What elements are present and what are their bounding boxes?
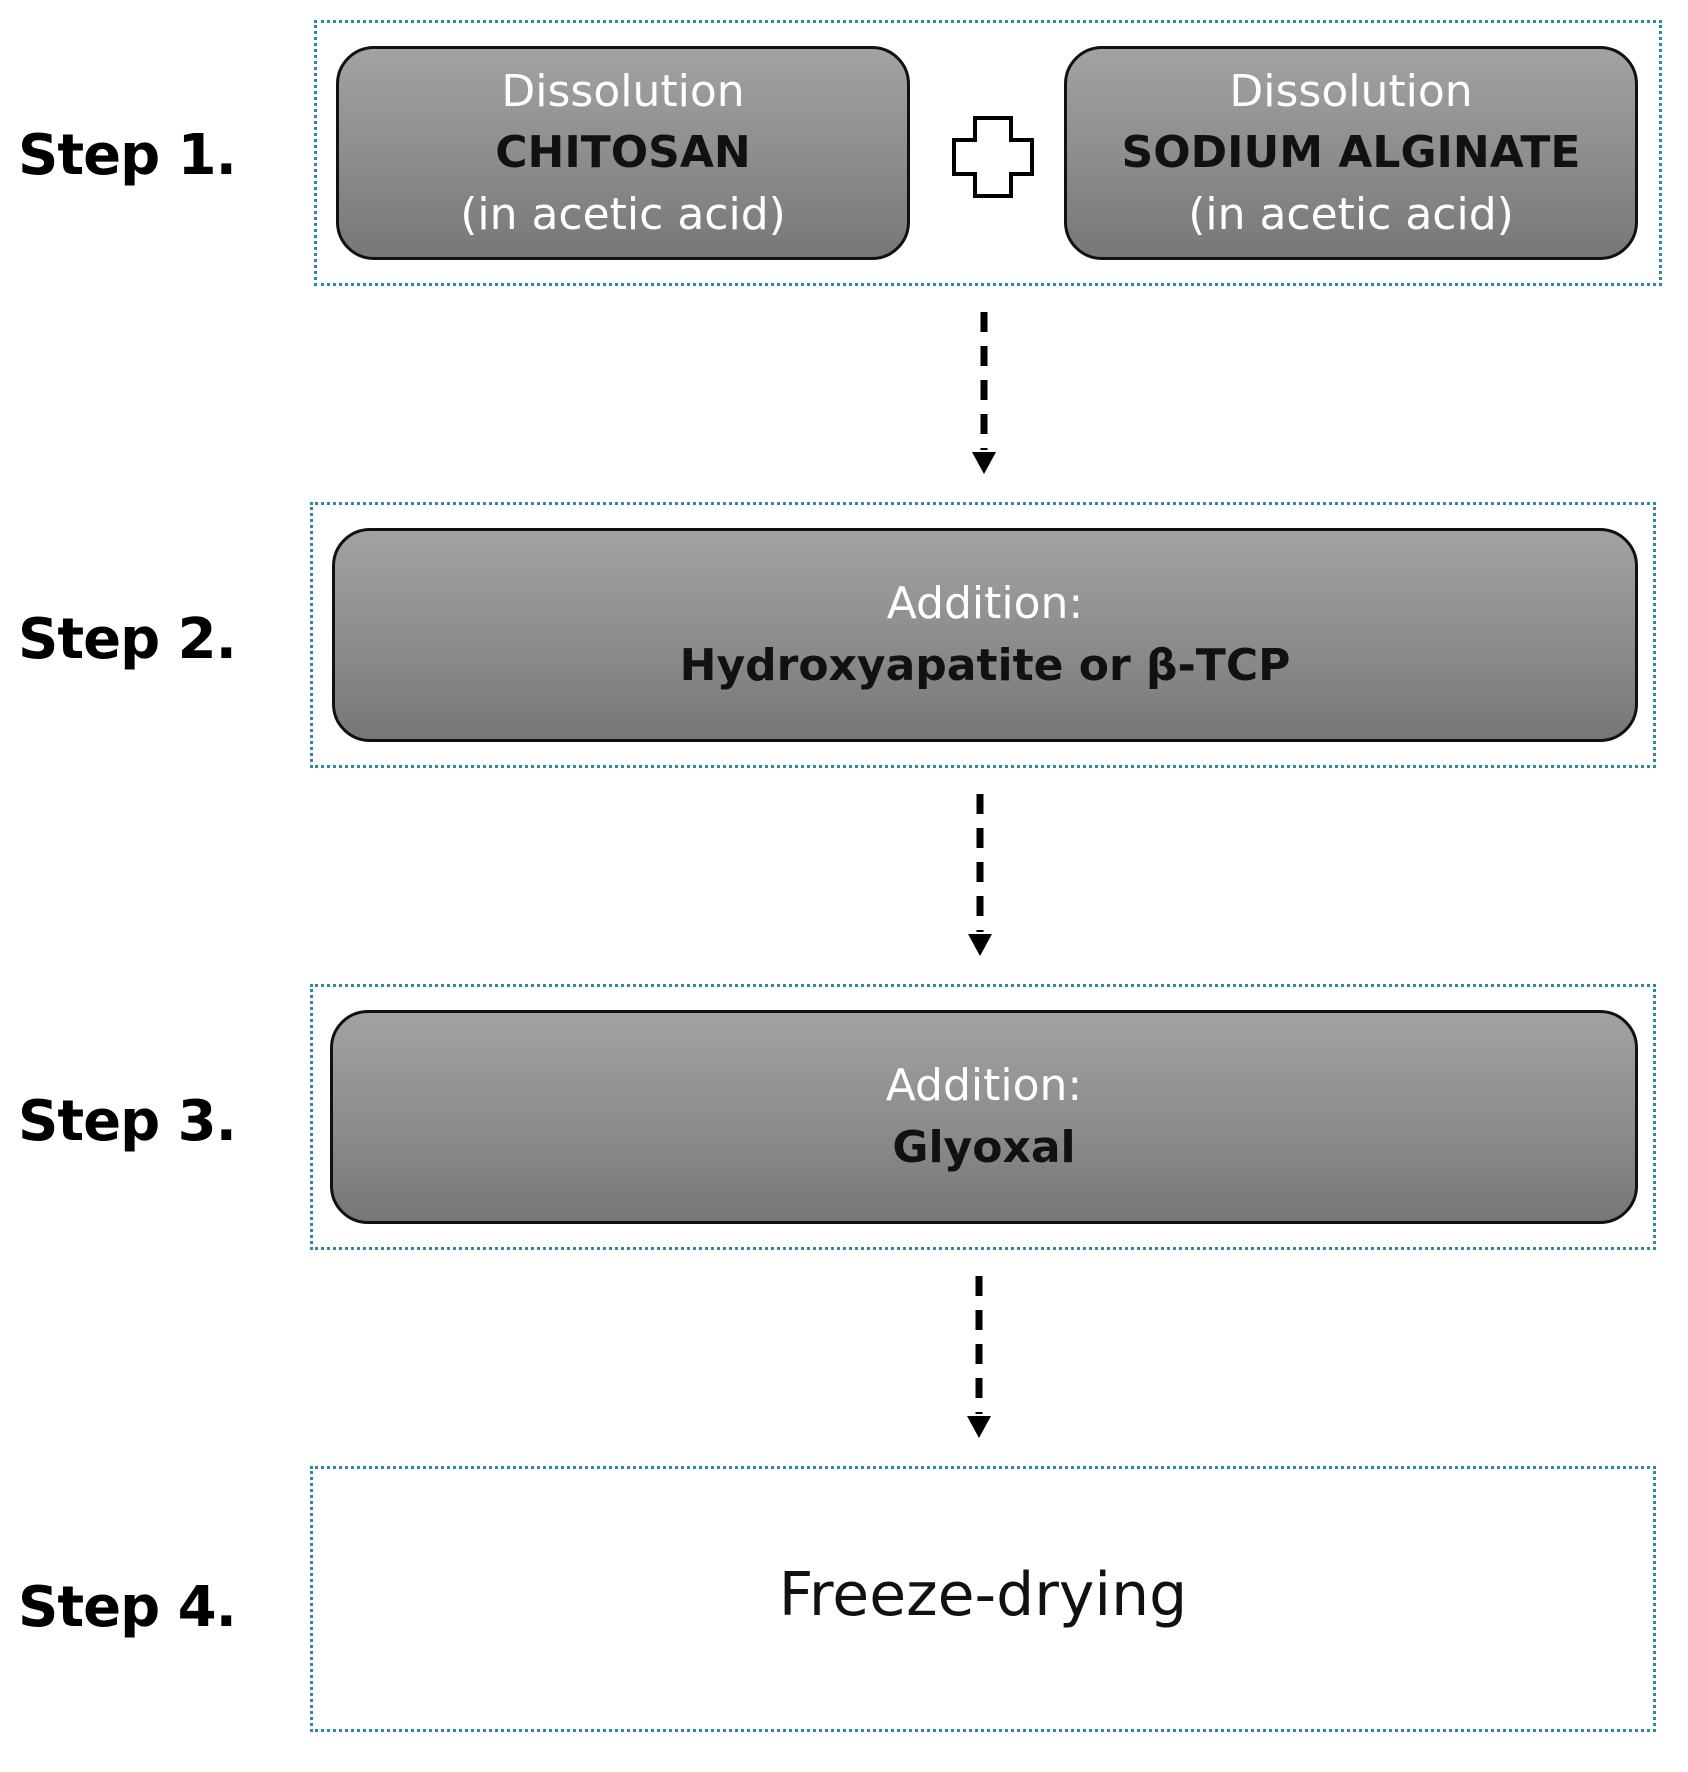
chitosan-box-line-3: (in acetic acid) (460, 188, 786, 240)
step-3-label: Step 3. (18, 1089, 237, 1154)
arrow-step2-to-step3 (968, 794, 992, 956)
glyoxal-box: Addition: Glyoxal (330, 1010, 1638, 1224)
chitosan-box-line-2: CHITOSAN (495, 127, 751, 179)
arrow-step1-to-step2 (972, 312, 996, 474)
hydroxyapatite-box-line-2: Hydroxyapatite or β-TCP (679, 640, 1291, 691)
glyoxal-box-line-1: Addition: (885, 1060, 1083, 1112)
step-1-frame (314, 20, 1662, 286)
sodium-alginate-box-line-1: Dissolution (1229, 65, 1473, 117)
sodium-alginate-box-line-3: (in acetic acid) (1188, 188, 1514, 240)
hydroxyapatite-box-line-1: Addition: (886, 578, 1084, 630)
step-3-frame (310, 984, 1656, 1250)
sodium-alginate-box: Dissolution SODIUM ALGINATE (in acetic a… (1064, 46, 1638, 260)
chitosan-box: Dissolution CHITOSAN (in acetic acid) (336, 46, 910, 260)
glyoxal-box-line-2: Glyoxal (892, 1122, 1076, 1173)
step-4-frame (310, 1466, 1656, 1732)
arrow-step3-to-step4 (967, 1276, 991, 1438)
step-4-label: Step 4. (18, 1575, 237, 1640)
plus-icon (952, 116, 1034, 198)
chitosan-box-line-1: Dissolution (501, 65, 745, 117)
step-2-frame (310, 502, 1656, 768)
hydroxyapatite-box: Addition: Hydroxyapatite or β-TCP (332, 528, 1638, 742)
freeze-drying-text: Freeze-drying (778, 1560, 1188, 1630)
step-1-label: Step 1. (18, 123, 237, 188)
step-2-label: Step 2. (18, 607, 237, 672)
sodium-alginate-box-line-2: SODIUM ALGINATE (1121, 127, 1581, 179)
